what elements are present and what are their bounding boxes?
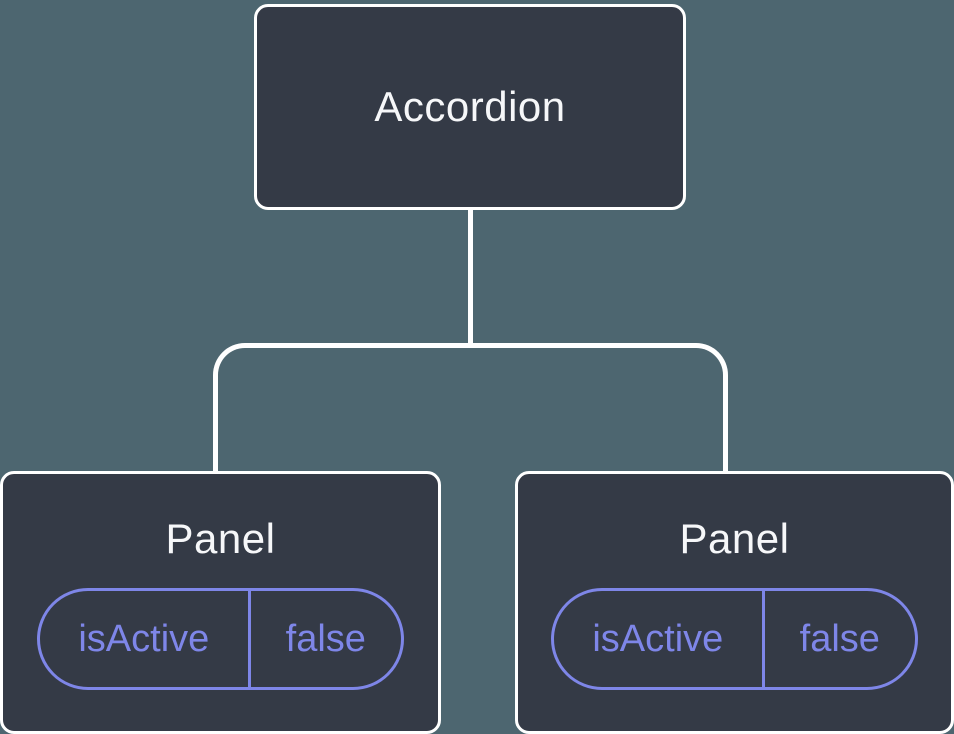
state-pill-right: isActive false — [551, 588, 918, 690]
state-value-label: false — [761, 591, 915, 687]
accordion-node-label: Accordion — [374, 83, 566, 130]
panel-node-left-label: Panel — [165, 515, 276, 562]
panel-node-right-label: Panel — [679, 515, 790, 562]
state-value-label: false — [247, 591, 401, 687]
state-pill-left: isActive false — [37, 588, 404, 690]
panel-node-right: Panel isActive false — [515, 471, 954, 734]
panel-node-left: Panel isActive false — [0, 471, 441, 734]
connector-branch-line — [213, 343, 728, 471]
connector-stem-line — [468, 207, 473, 347]
state-key-label: isActive — [78, 617, 210, 660]
accordion-node: Accordion — [254, 4, 686, 210]
state-key-label: isActive — [592, 617, 724, 660]
